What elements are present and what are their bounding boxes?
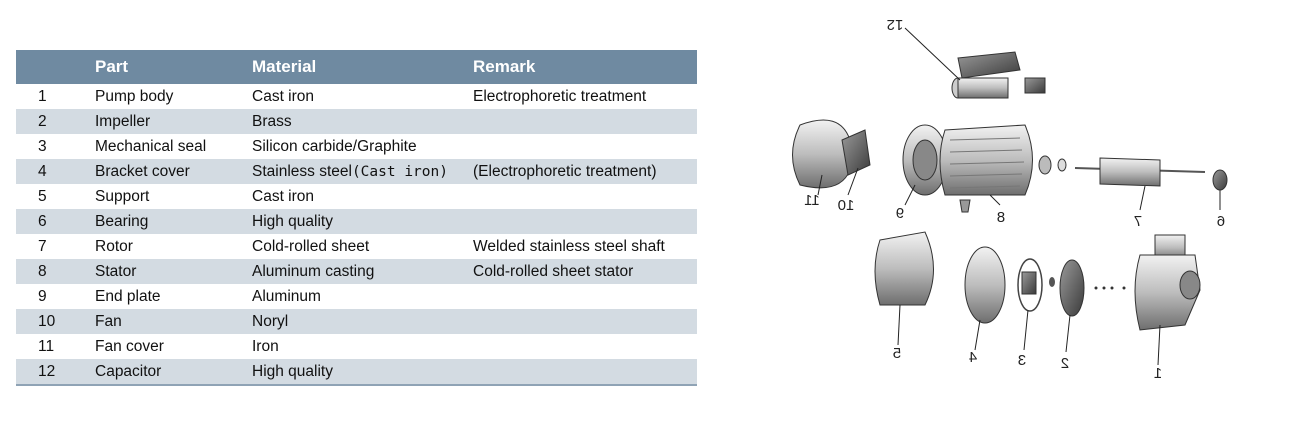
row-number: 7 xyxy=(38,237,47,255)
row-material: High quality xyxy=(252,212,333,230)
row-part: Impeller xyxy=(95,112,151,130)
callout-5: 5 xyxy=(893,345,901,362)
callout-6: 6 xyxy=(1217,213,1225,230)
row-number: 1 xyxy=(38,87,47,105)
row-number: 9 xyxy=(38,287,47,305)
row-material: Stainless steel(Cast iron) xyxy=(252,159,473,184)
table-row: 5 Support Cast iron xyxy=(16,184,697,209)
row-part: Fan cover xyxy=(95,337,164,355)
row-material: Aluminum casting xyxy=(252,262,375,280)
table-row: 4 Bracket cover Stainless steel(Cast iro… xyxy=(16,159,697,184)
row-remark xyxy=(473,309,697,334)
row-part: Mechanical seal xyxy=(95,137,207,155)
callout-12: 12 xyxy=(887,16,904,33)
callout-1: 1 xyxy=(1154,365,1162,382)
table-row: 7 Rotor Cold-rolled sheet Welded stainle… xyxy=(16,234,697,259)
row-material: Iron xyxy=(252,337,279,355)
row-remark xyxy=(473,334,697,359)
exploded-pump-diagram: 12 11 10 9 8 7 6 5 4 3 2 1 xyxy=(792,16,1228,382)
row-number: 8 xyxy=(38,262,47,280)
header-material: Material xyxy=(252,57,317,76)
table-row: 2 Impeller Brass xyxy=(16,109,697,134)
row-material: Brass xyxy=(252,112,292,130)
table-row: 11 Fan cover Iron xyxy=(16,334,697,359)
callout-11: 11 xyxy=(804,192,820,209)
bracket-cover-part xyxy=(964,246,1006,351)
row-part: Bearing xyxy=(95,212,149,230)
callout-3: 3 xyxy=(1018,352,1026,369)
row-remark xyxy=(473,134,697,159)
row-part: End plate xyxy=(95,287,161,305)
pump-body-part xyxy=(1134,234,1201,366)
callout-2: 2 xyxy=(1061,355,1069,372)
row-material: High quality xyxy=(252,362,333,380)
header-part: Part xyxy=(95,57,129,76)
row-remark xyxy=(473,359,697,385)
callout-10: 10 xyxy=(838,197,855,214)
row-part: Support xyxy=(95,187,150,205)
table-row: 9 End plate Aluminum xyxy=(16,284,697,309)
row-number: 3 xyxy=(38,137,47,155)
header-number xyxy=(16,50,95,84)
row-number: 5 xyxy=(38,187,47,205)
stator-part xyxy=(939,124,1033,213)
row-material: Noryl xyxy=(252,312,289,330)
row-part: Fan xyxy=(95,312,122,330)
bearing-part xyxy=(1212,169,1228,210)
row-remark: Welded stainless steel shaft xyxy=(473,237,665,255)
fan-part xyxy=(841,129,871,196)
row-remark xyxy=(473,184,697,209)
table-row: 3 Mechanical seal Silicon carbide/Graphi… xyxy=(16,134,697,159)
row-part: Capacitor xyxy=(95,362,162,380)
parts-table: Part Material Remark 1 Pump body Cast ir… xyxy=(16,50,697,386)
rotor-part xyxy=(1038,155,1206,211)
row-number: 6 xyxy=(38,212,47,230)
row-remark: Cold-rolled sheet stator xyxy=(473,262,634,280)
table-row: 12 Capacitor High quality xyxy=(16,359,697,385)
callout-labels: 12 11 10 9 8 7 6 5 4 3 2 1 xyxy=(804,16,1225,382)
row-part: Rotor xyxy=(95,237,133,255)
table-row: 10 Fan Noryl xyxy=(16,309,697,334)
table-header-row: Part Material Remark xyxy=(16,50,697,84)
row-number: 10 xyxy=(38,312,56,330)
callout-9: 9 xyxy=(896,205,904,222)
header-remark: Remark xyxy=(473,57,536,76)
row-part: Bracket cover xyxy=(95,162,190,180)
mechanical-seal-part xyxy=(1017,258,1043,351)
row-remark: Electrophoretic treatment xyxy=(473,87,647,105)
row-remark xyxy=(473,109,697,134)
row-part: Pump body xyxy=(95,87,174,105)
fan-cover-part xyxy=(792,119,851,196)
material-alt: (Cast iron) xyxy=(351,163,448,180)
row-number: 2 xyxy=(38,112,47,130)
row-remark xyxy=(473,209,697,234)
callout-8: 8 xyxy=(997,209,1005,226)
support-part xyxy=(874,231,934,346)
row-material: Cast iron xyxy=(252,87,315,105)
row-part: Stator xyxy=(95,262,137,280)
row-remark: (Electrophoretic treatment) xyxy=(473,162,657,180)
table-row: 1 Pump body Cast iron Electrophoretic tr… xyxy=(16,84,697,109)
row-material: Cast iron xyxy=(252,187,315,205)
row-material: Cold-rolled sheet xyxy=(252,237,370,255)
row-number: 4 xyxy=(38,162,47,180)
table-row: 6 Bearing High quality xyxy=(16,209,697,234)
capacitor-part xyxy=(904,27,1046,99)
material-main: Stainless steel xyxy=(252,162,352,180)
row-remark xyxy=(473,284,697,309)
row-material: Aluminum xyxy=(252,287,321,305)
row-number: 11 xyxy=(38,337,55,355)
row-material: Silicon carbide/Graphite xyxy=(252,137,417,155)
callout-7: 7 xyxy=(1134,213,1142,230)
end-plate-part xyxy=(902,124,948,206)
impeller-part xyxy=(1049,259,1126,353)
callout-4: 4 xyxy=(969,349,977,366)
table-row: 8 Stator Aluminum casting Cold-rolled sh… xyxy=(16,259,697,284)
row-number: 12 xyxy=(38,362,56,380)
